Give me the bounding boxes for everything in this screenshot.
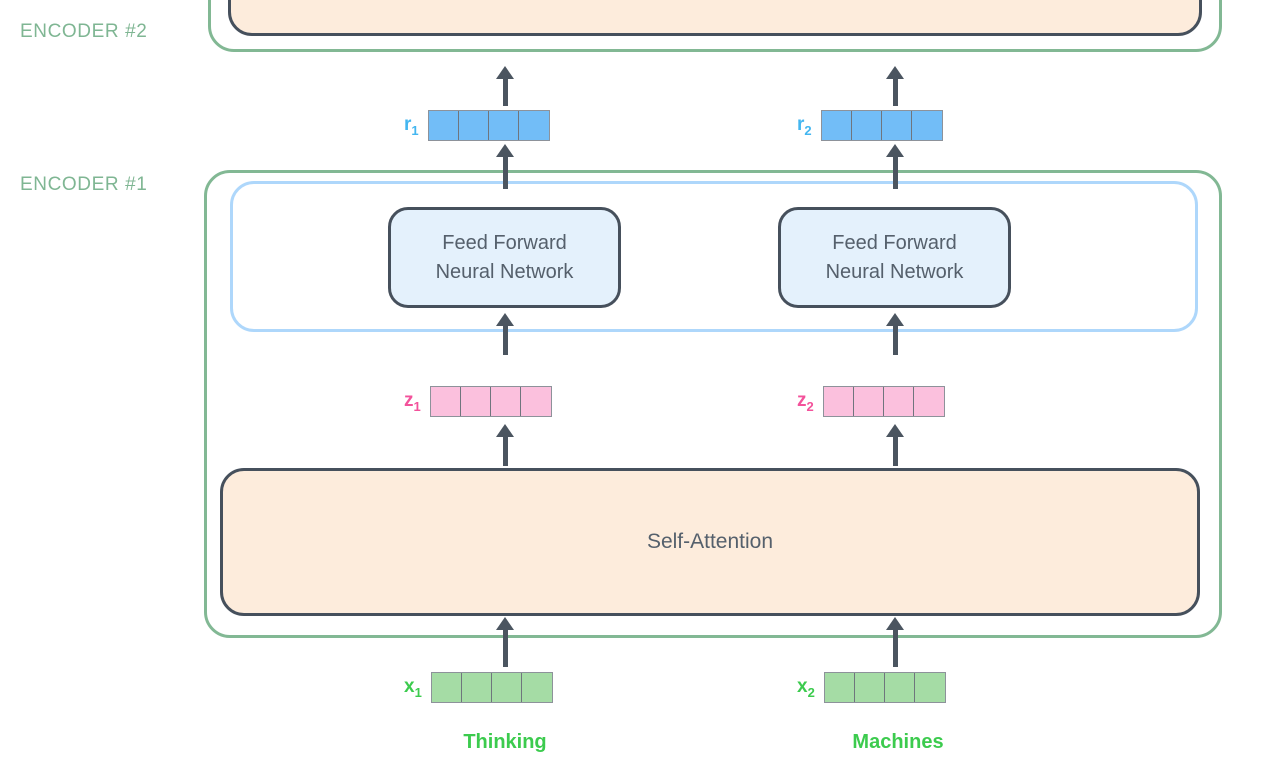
vector-x1: x1	[404, 672, 553, 703]
vector-cell	[458, 111, 489, 140]
vector-x2-cells	[823, 672, 946, 703]
self-attention-label: Self-Attention	[646, 530, 774, 553]
vector-r2-subscript: 2	[804, 122, 812, 138]
vector-cell	[851, 111, 882, 140]
vector-z2-cells	[822, 386, 945, 417]
vector-cell	[428, 111, 459, 140]
arrow-head-icon	[496, 66, 514, 79]
arrow-head-icon	[886, 144, 904, 157]
vector-cell	[853, 387, 884, 416]
vector-cell	[518, 111, 549, 140]
ffn-2-line-2: Neural Network	[825, 260, 964, 283]
vector-r2: r2	[797, 110, 943, 141]
vector-z2-label: z2	[797, 389, 814, 414]
vector-r2-cells	[820, 110, 943, 141]
encoder-1-label: ENCODER #1	[20, 174, 148, 195]
arrow-shaft	[503, 75, 508, 106]
vector-z1-label: z1	[404, 389, 421, 414]
input-word-machines: Machines	[852, 731, 944, 753]
encoder-2-container	[208, 0, 1222, 52]
ffn-2-line-1: Feed Forward	[832, 231, 957, 254]
vector-r1-cells	[427, 110, 550, 141]
vector-cell	[431, 673, 462, 702]
vector-r1: r1	[404, 110, 550, 141]
vector-cell	[913, 387, 944, 416]
vector-cell	[521, 673, 552, 702]
vector-cell	[460, 387, 491, 416]
vector-cell	[430, 387, 461, 416]
vector-x2: x2	[797, 672, 946, 703]
vector-x2-subscript: 2	[807, 684, 815, 700]
vector-cell	[884, 673, 915, 702]
encoder-1-container	[204, 170, 1222, 638]
vector-cell	[520, 387, 551, 416]
vector-z2: z2	[797, 386, 945, 417]
arrow-r1-to-encoder2	[496, 66, 514, 106]
vector-x1-label: x1	[404, 675, 422, 700]
arrow-head-icon	[886, 66, 904, 79]
vector-cell	[914, 673, 945, 702]
vector-r1-label: r1	[404, 113, 419, 138]
arrow-r2-to-encoder2	[886, 66, 904, 106]
vector-cell	[490, 387, 521, 416]
ffn-1-line-2: Neural Network	[435, 260, 574, 283]
vector-z1-subscript: 1	[413, 398, 421, 414]
vector-cell	[854, 673, 885, 702]
vector-x1-subscript: 1	[414, 684, 422, 700]
vector-cell	[911, 111, 942, 140]
feed-forward-layer-container	[230, 181, 1198, 332]
vector-cell	[821, 111, 852, 140]
arrow-shaft	[893, 75, 898, 106]
input-word-thinking: Thinking	[463, 731, 547, 753]
feed-forward-neural-network-2[interactable]: Feed Forward Neural Network	[778, 207, 1011, 308]
vector-z1: z1	[404, 386, 552, 417]
feed-forward-neural-network-1[interactable]: Feed Forward Neural Network	[388, 207, 621, 308]
vector-r1-subscript: 1	[411, 122, 419, 138]
vector-r2-label: r2	[797, 113, 812, 138]
vector-cell	[881, 111, 912, 140]
vector-cell	[488, 111, 519, 140]
vector-x1-cells	[430, 672, 553, 703]
vector-cell	[491, 673, 522, 702]
vector-cell	[823, 387, 854, 416]
arrow-head-icon	[496, 144, 514, 157]
vector-x2-label: x2	[797, 675, 815, 700]
vector-z1-cells	[429, 386, 552, 417]
encoder-2-self-attention-block[interactable]	[228, 0, 1202, 36]
vector-cell	[461, 673, 492, 702]
vector-cell	[883, 387, 914, 416]
vector-cell	[824, 673, 855, 702]
ffn-1-line-1: Feed Forward	[442, 231, 567, 254]
encoder-2-label: ENCODER #2	[20, 21, 148, 42]
vector-z2-subscript: 2	[806, 398, 814, 414]
encoder-1-self-attention-block[interactable]: Self-Attention	[220, 468, 1200, 616]
